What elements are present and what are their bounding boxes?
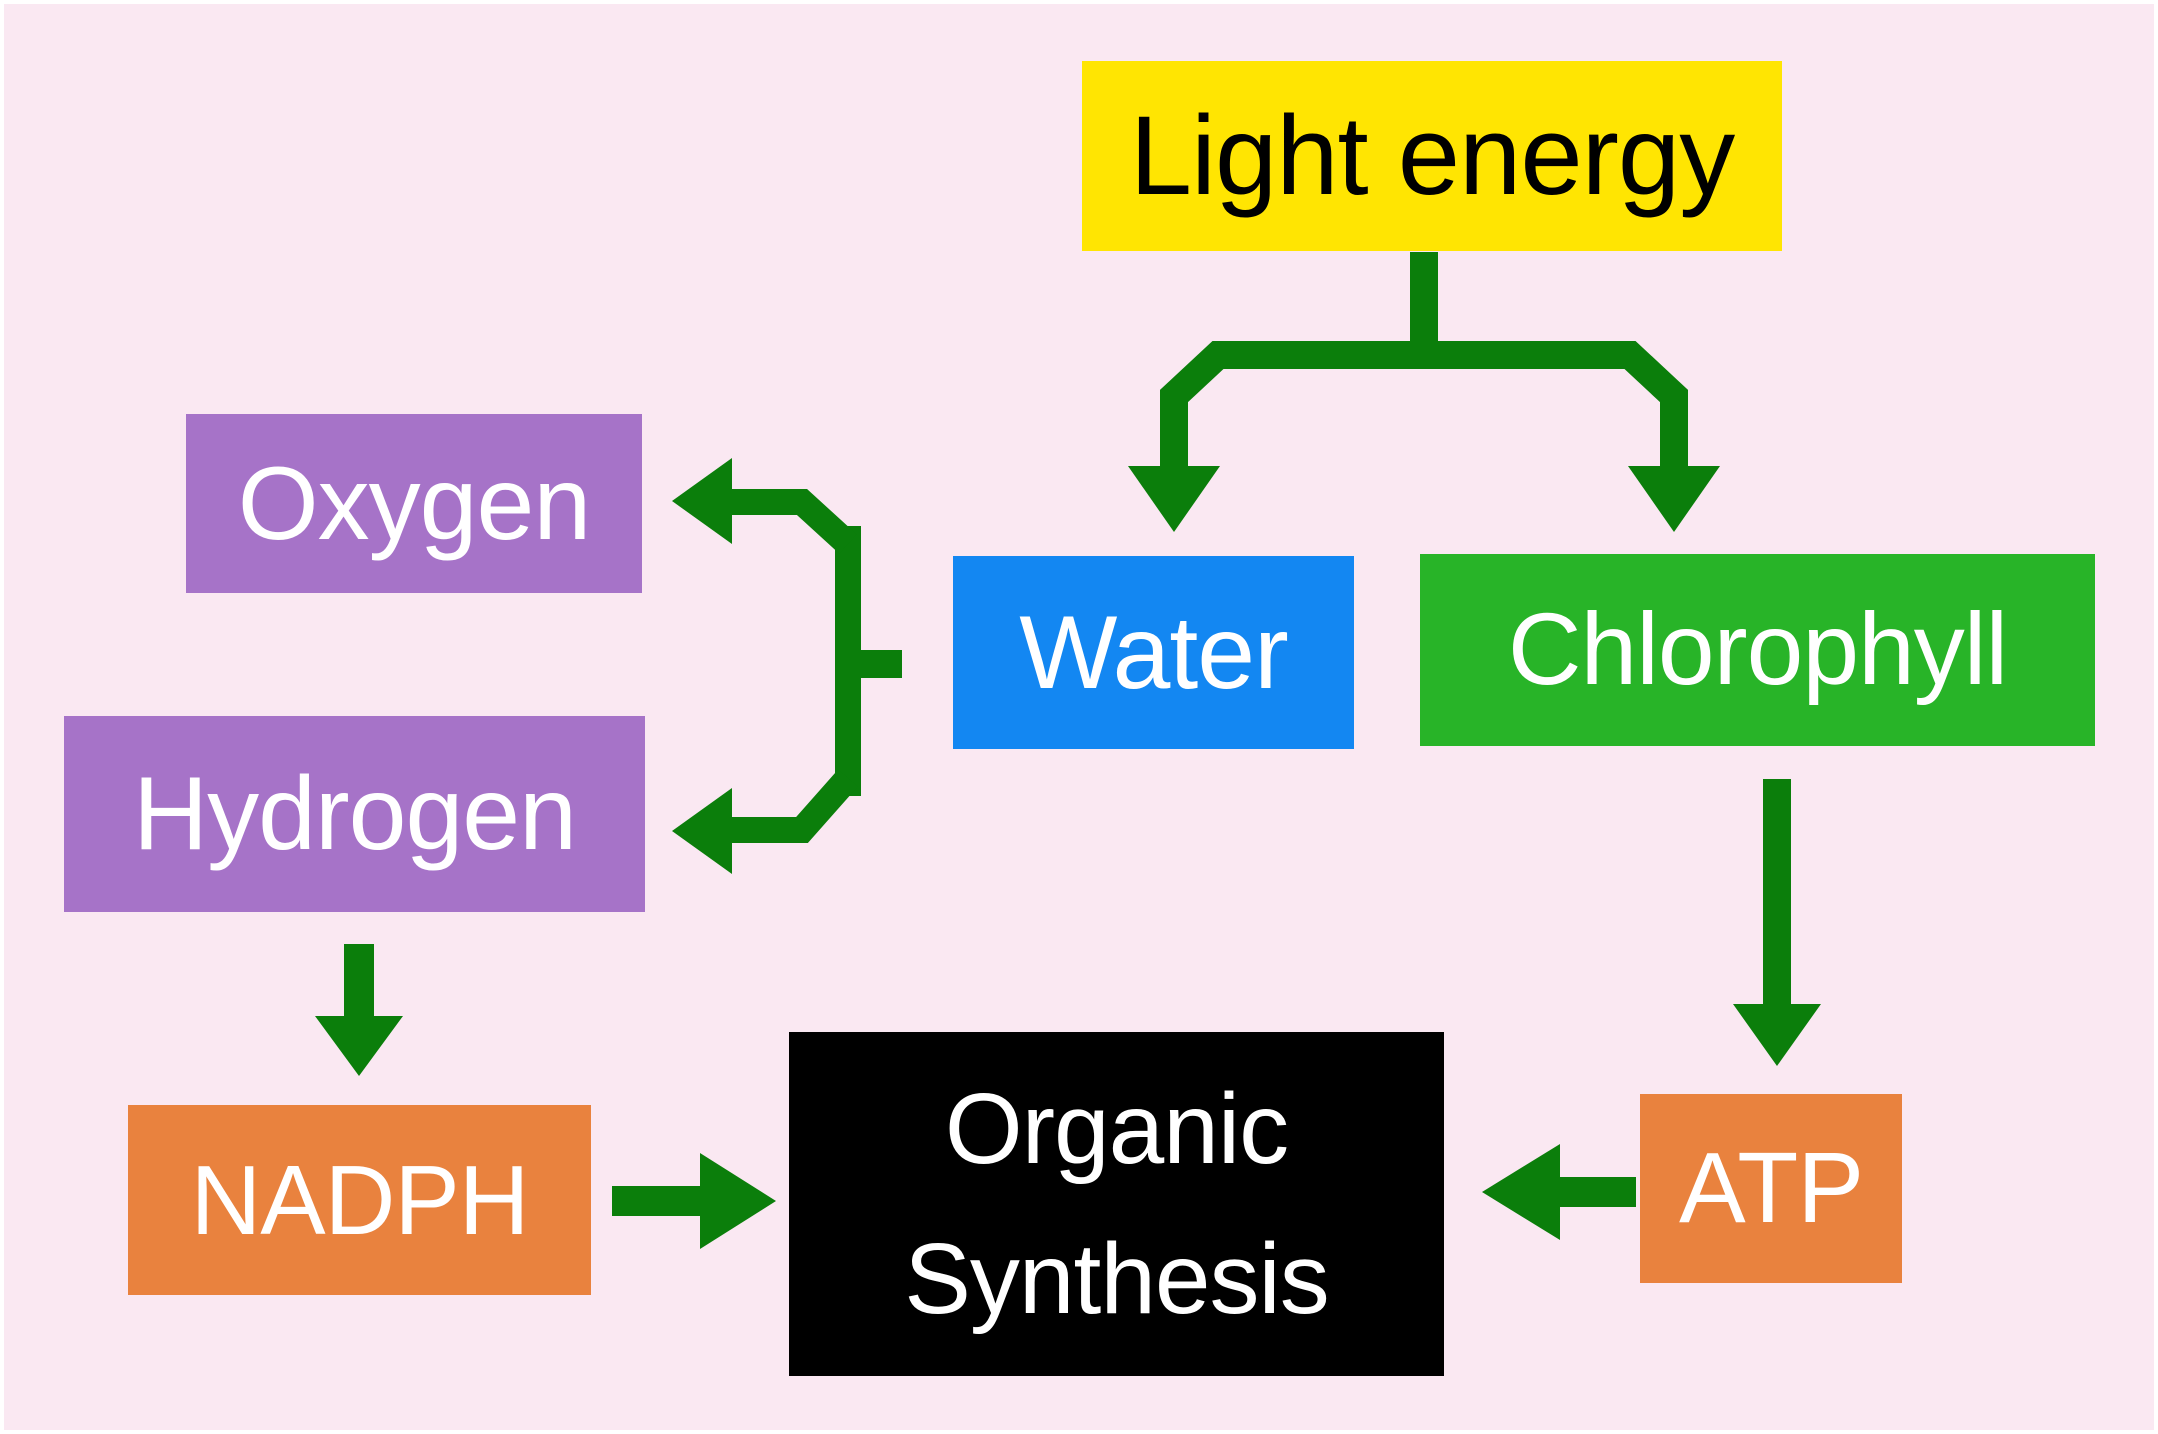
node-nadph: NADPH [128,1105,591,1295]
arrow-water-to-oxygen-and-hydrogen [672,458,902,874]
node-chlorophyll: Chlorophyll [1420,554,2095,746]
arrow-chlorophyll-to-atp [1733,779,1821,1066]
node-light-energy: Light energy [1082,61,1782,251]
node-oxygen: Oxygen [186,414,642,593]
arrow-nadph-to-organic-synthesis [612,1153,776,1249]
node-atp: ATP [1640,1094,1902,1283]
arrow-light-energy-to-water-and-chlorophyll [1128,252,1720,532]
organic-synthesis-label-line1: Organic [944,1073,1289,1185]
water-label: Water [1019,594,1289,711]
node-water: Water [953,556,1354,749]
chlorophyll-label: Chlorophyll [1507,592,2008,707]
arrows-layer [315,252,1821,1249]
node-hydrogen: Hydrogen [64,716,645,912]
hydrogen-label: Hydrogen [133,756,577,872]
oxygen-label: Oxygen [237,445,591,562]
node-organic-synthesis: Organic Synthesis [789,1032,1444,1376]
light-energy-label: Light energy [1129,93,1735,218]
nadph-label: NADPH [190,1144,529,1255]
arrow-hydrogen-to-nadph [315,944,403,1076]
organic-synthesis-label-line2: Synthesis [904,1223,1330,1335]
atp-label: ATP [1678,1132,1864,1244]
arrow-atp-to-organic-synthesis [1482,1144,1636,1240]
